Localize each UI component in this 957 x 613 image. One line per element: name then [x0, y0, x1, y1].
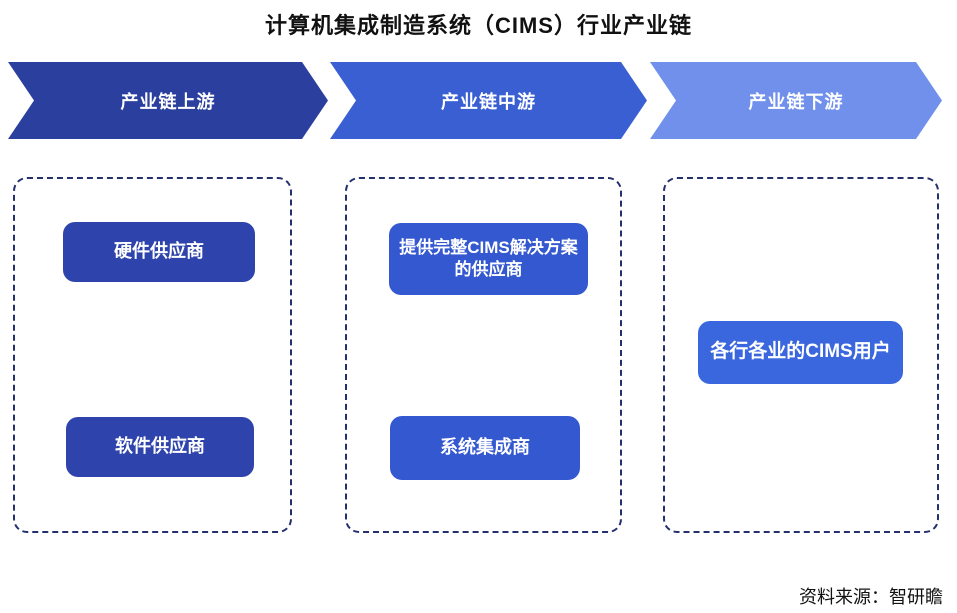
midstream-arrow-label: 产业链中游	[441, 91, 536, 112]
downstream-arrow-label: 产业链下游	[748, 91, 844, 112]
node-system-integrator-label: 系统集成商	[440, 437, 530, 458]
upstream-arrow-label: 产业链上游	[120, 91, 216, 112]
upstream-arrow-banner: 产业链上游	[8, 62, 328, 139]
node-software-supplier-label: 软件供应商	[115, 436, 205, 457]
node-complete-cims-solution-supplier-label: 提供完整CIMS解决方案的供应商	[399, 237, 578, 279]
data-source-note: 资料来源：智研瞻	[799, 587, 943, 607]
node-software-supplier: 软件供应商	[66, 417, 254, 477]
node-system-integrator: 系统集成商	[390, 416, 580, 480]
midstream-group-box: 提供完整CIMS解决方案的供应商 系统集成商	[345, 177, 622, 533]
node-cims-users-label: 各行各业的CIMS用户	[710, 341, 891, 363]
node-cims-users: 各行各业的CIMS用户	[698, 321, 903, 384]
upstream-group-box: 硬件供应商 软件供应商	[13, 177, 292, 533]
downstream-group-box: 各行各业的CIMS用户	[663, 177, 939, 533]
downstream-arrow-banner: 产业链下游	[650, 62, 942, 139]
node-hardware-supplier-label: 硬件供应商	[114, 241, 204, 262]
diagram-title: 计算机集成制造系统（CIMS）行业产业链	[264, 13, 692, 38]
node-complete-cims-solution-supplier: 提供完整CIMS解决方案的供应商	[389, 223, 588, 295]
midstream-arrow-banner: 产业链中游	[330, 62, 647, 139]
node-hardware-supplier: 硬件供应商	[63, 222, 255, 282]
